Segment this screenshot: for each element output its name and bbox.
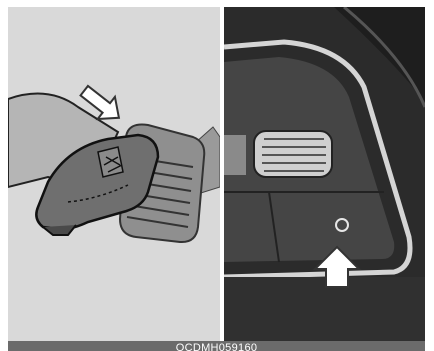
steering-wheel-drawing — [224, 7, 425, 341]
scroll-wheel — [224, 131, 332, 177]
brake-pedal-drawing — [8, 7, 220, 341]
steering-wheel-button-illustration — [224, 7, 425, 341]
brake-pedal-illustration — [8, 7, 220, 341]
figure-caption: OCDMH059160 — [8, 341, 425, 351]
